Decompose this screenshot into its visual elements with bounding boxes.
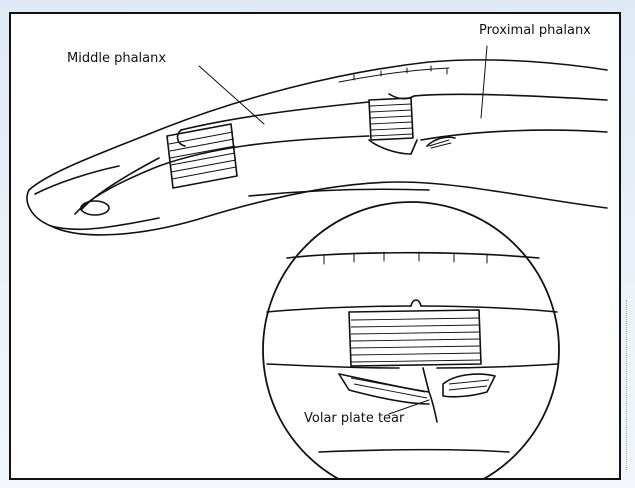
leader-middle-phalanx	[199, 66, 264, 124]
label-volar-plate-tear: Volar plate tear	[304, 411, 405, 426]
label-proximal-phalanx: Proximal phalanx	[479, 23, 591, 38]
finger-outline	[27, 60, 607, 235]
inset-collateral-ligament	[349, 310, 481, 366]
credit-strip	[626, 300, 633, 470]
distal-phalanx-bone	[81, 158, 159, 215]
inset-magnified-view	[263, 202, 559, 480]
leader-proximal-phalanx	[481, 46, 487, 118]
dip-joint-ligament	[167, 124, 237, 188]
proximal-phalanx-bone	[389, 94, 607, 140]
extensor-tendon-marks	[339, 66, 449, 82]
finger-volar-plate-diagram: Middle phalanx Proximal phalanx Volar pl…	[9, 12, 621, 480]
label-middle-phalanx: Middle phalanx	[67, 51, 166, 66]
pip-joint-ligament	[369, 98, 413, 140]
middle-phalanx-bone	[75, 102, 369, 214]
